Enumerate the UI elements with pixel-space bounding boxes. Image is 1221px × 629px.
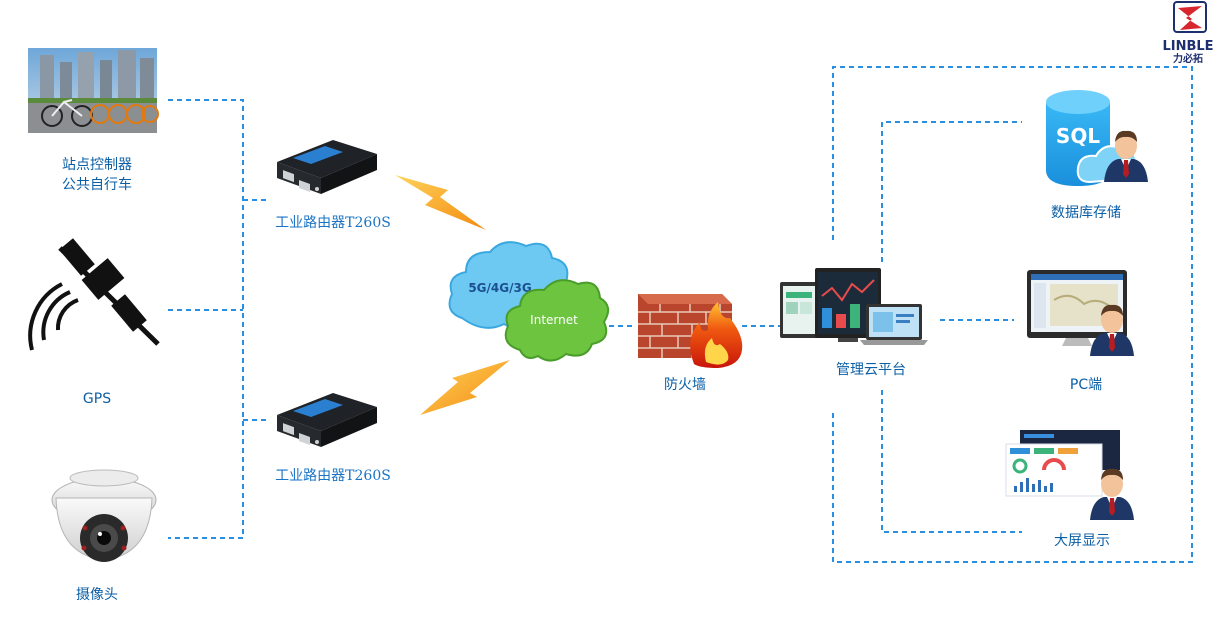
gps-satellite-icon xyxy=(28,238,160,351)
dome-camera-icon xyxy=(51,469,157,562)
internet-cloud-icon xyxy=(504,279,610,362)
device-bus-line xyxy=(168,99,244,539)
router-top-label: 工业路由器T260S xyxy=(275,215,391,231)
router-top-icon xyxy=(277,140,377,194)
camera-label: 摄像头 xyxy=(76,587,118,603)
connection-lines xyxy=(168,66,1193,563)
bigscreen-display-icon xyxy=(1005,430,1120,497)
lightning-bottom-icon xyxy=(420,360,510,415)
logo-text: LINBLE xyxy=(1162,39,1213,54)
pc-label: PC端 xyxy=(1070,377,1102,393)
bike-station-image xyxy=(28,48,159,133)
database-label: 数据库存储 xyxy=(1051,205,1121,221)
lightning-top-icon xyxy=(395,175,486,230)
logo-emblem-mark xyxy=(1178,6,1202,30)
platform-label: 管理云平台 xyxy=(836,362,906,378)
cellular-cloud-label: 5G/4G/3G xyxy=(468,281,531,295)
internet-cloud-label: Internet xyxy=(530,313,578,327)
platform-screens-icon xyxy=(780,268,928,345)
firewall-icon xyxy=(638,294,743,368)
router-bottom-icon xyxy=(277,393,377,447)
bike-station-label-line2: 公共自行车 xyxy=(62,176,132,193)
gps-label: GPS xyxy=(83,391,111,407)
platform-to-database-line xyxy=(881,121,1022,262)
firewall-label: 防火墙 xyxy=(664,377,706,393)
linble-logo: LINBLE 力必拓 xyxy=(1162,1,1214,65)
bigscreen-label: 大屏显示 xyxy=(1054,533,1110,549)
pc-monitor-icon xyxy=(1027,270,1127,346)
outer-platform-loop-line xyxy=(832,66,1193,563)
bike-station-label-line1: 站点控制器 xyxy=(62,157,132,173)
logo-subtext: 力必拓 xyxy=(1173,52,1203,65)
database-sql-badge: SQL xyxy=(1056,124,1100,148)
platform-to-bigscreen-line xyxy=(881,390,1022,533)
router-bottom-label: 工业路由器T260S xyxy=(275,468,391,484)
